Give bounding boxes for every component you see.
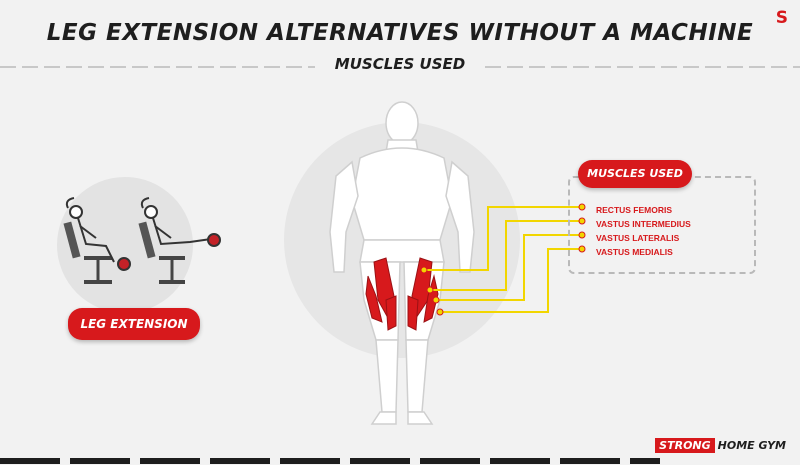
muscle-item: RECTUS FEMORIS: [596, 205, 673, 215]
connector-dots: [420, 203, 586, 316]
muscle-connectors: [424, 206, 582, 313]
exercise-circle: [57, 177, 193, 313]
muscle-item: VASTUS LATERALIS: [596, 233, 680, 243]
exercise-label: LEG EXTENSION: [68, 308, 200, 340]
muscle-list: RECTUS FEMORIS VASTUS INTERMEDIUS VASTUS…: [596, 203, 691, 259]
brand-strong: STRONG: [655, 438, 715, 453]
muscle-item: VASTUS MEDIALIS: [596, 247, 673, 257]
muscles-panel-title: MUSCLES USED: [578, 160, 692, 188]
muscle-item: VASTUS INTERMEDIUS: [596, 219, 691, 229]
page-title: LEG EXTENSION ALTERNATIVES WITHOUT A MAC…: [46, 20, 754, 46]
leg-extension-start-figure: [63, 197, 131, 284]
quadriceps-highlight: [365, 257, 439, 331]
brand-logo: STRONG HOME GYM: [655, 438, 786, 453]
brand-logo-mark: S: [775, 8, 788, 28]
brand-rest: HOME GYM: [717, 439, 786, 452]
leg-extension-end-figure: [138, 197, 221, 284]
page-subtitle: MUSCLES USED: [334, 55, 466, 73]
